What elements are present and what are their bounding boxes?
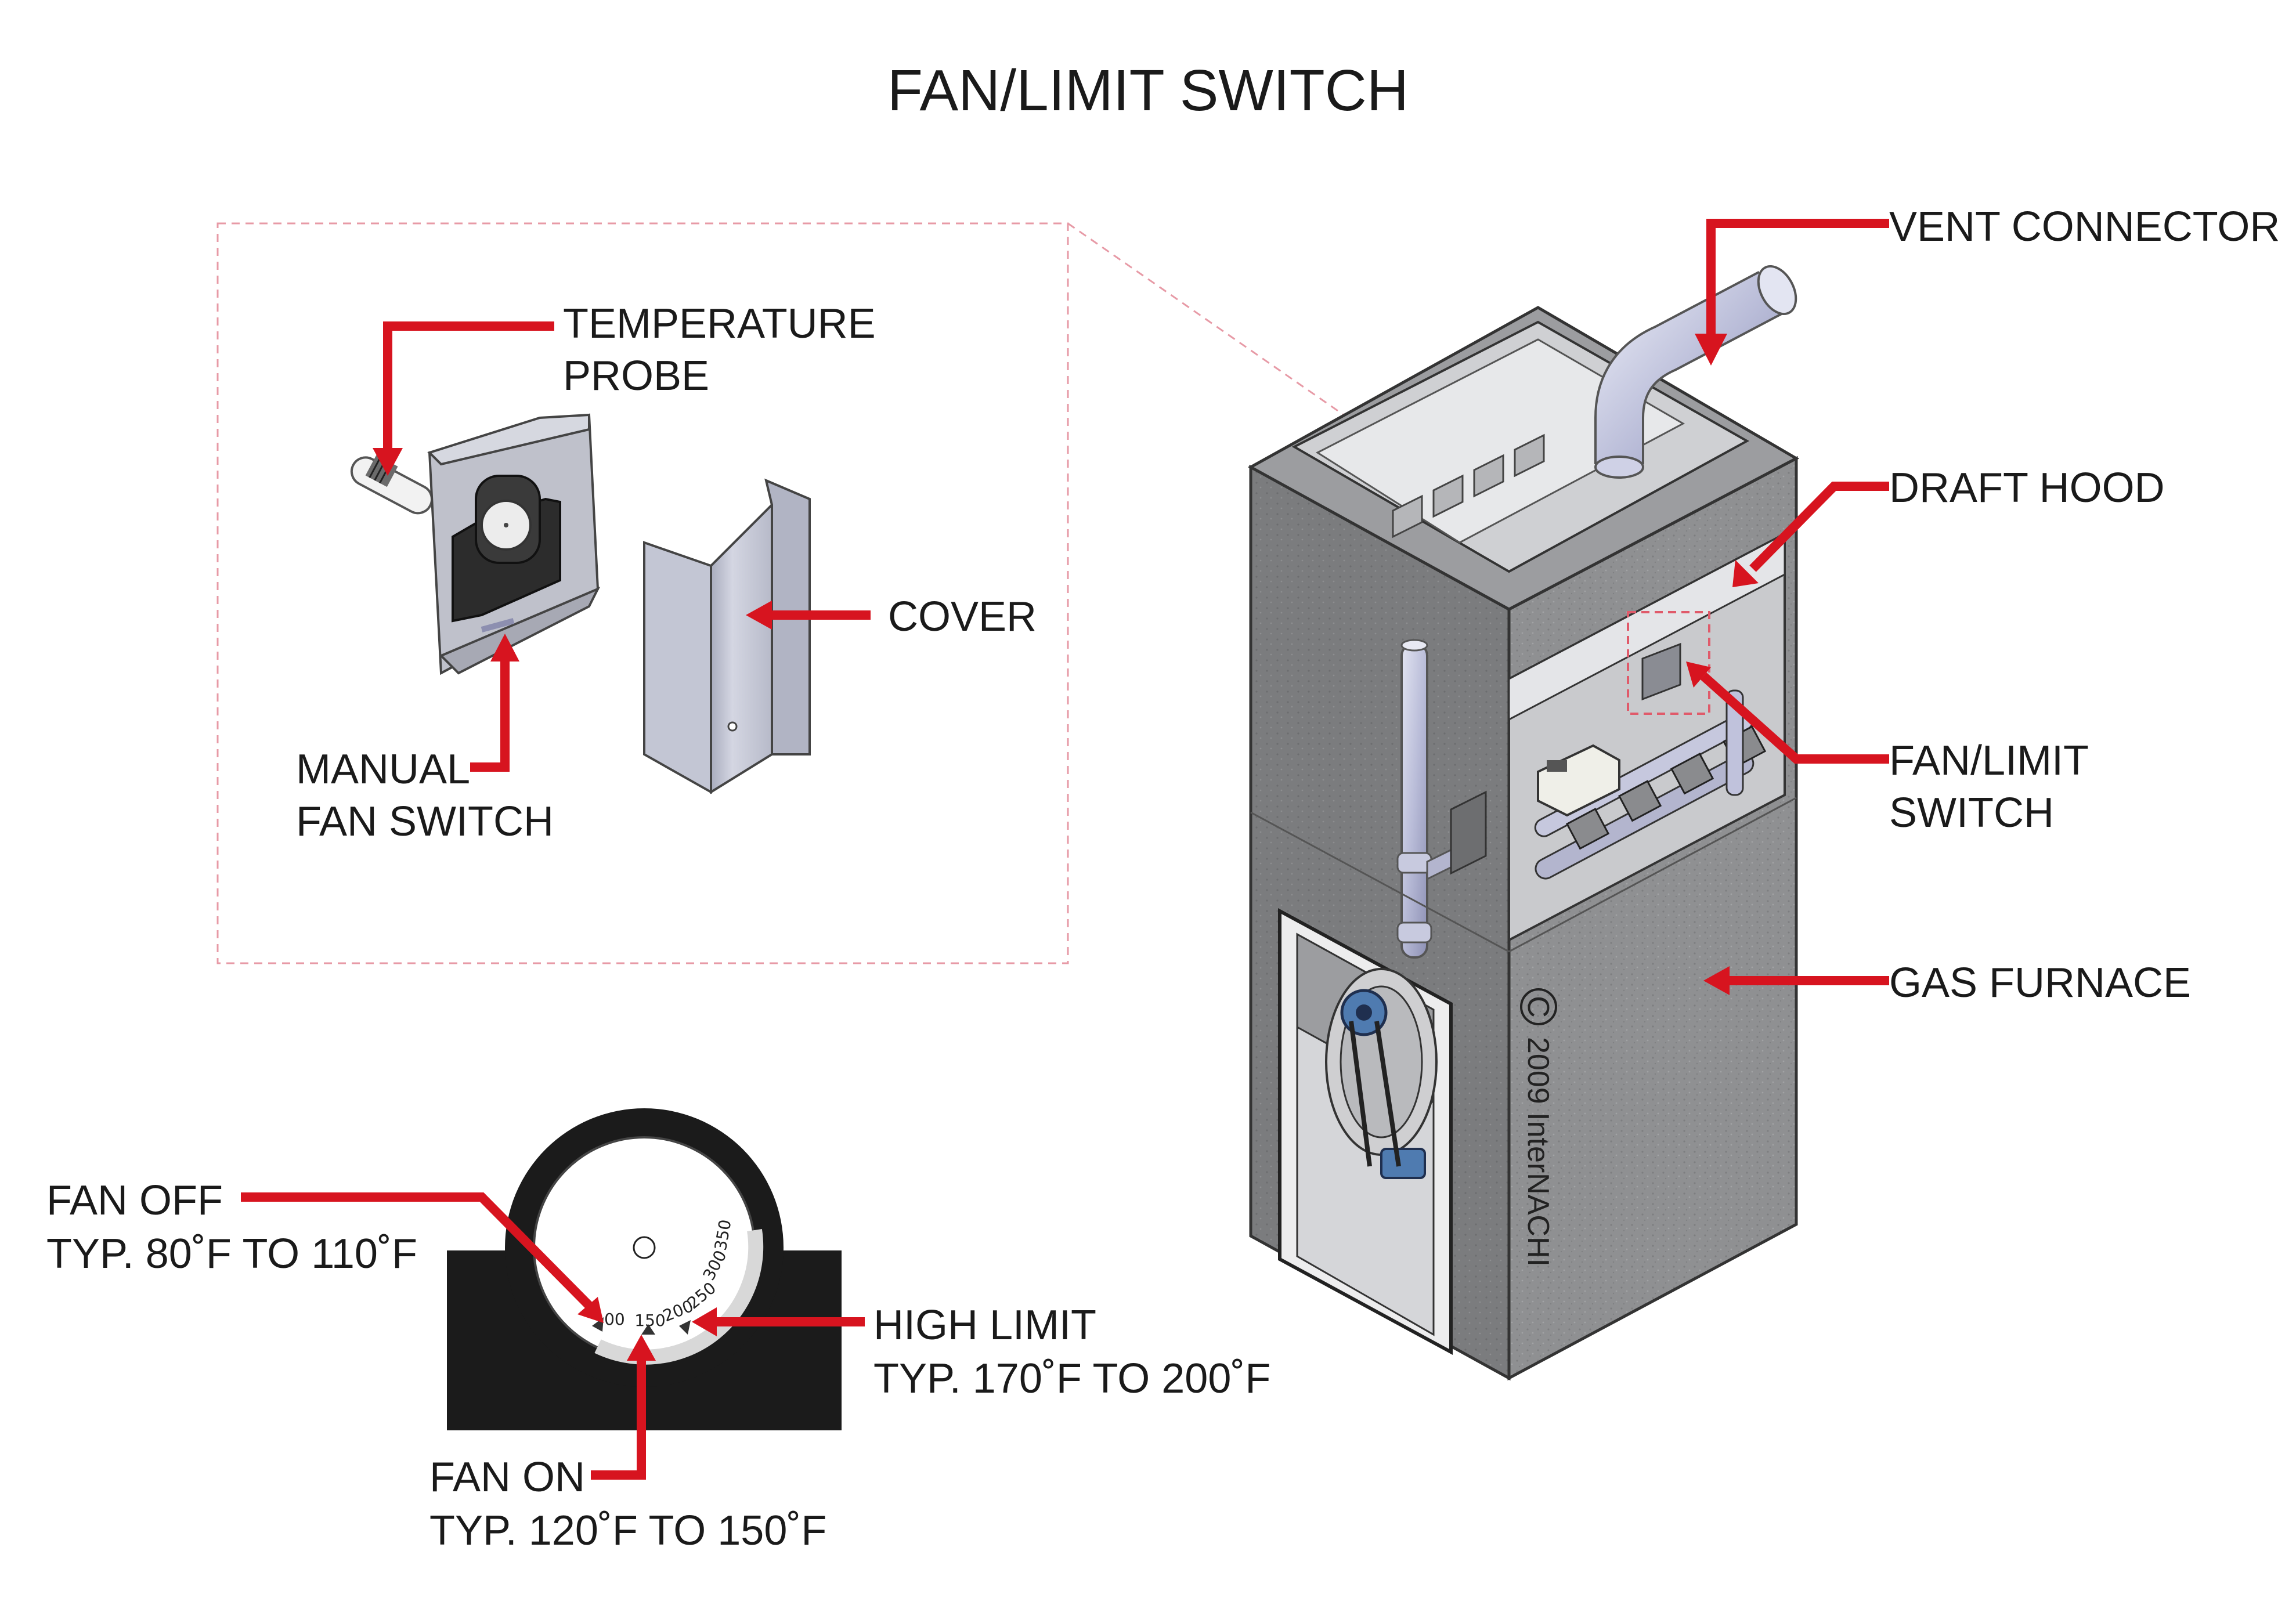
high-limit-pointer [679,1320,691,1335]
limit-dial-detail: 100 150 200 250 300 350 [447,1108,842,1430]
fan-limit-switch-highlight-box [1627,611,1710,715]
page-title: FAN/LIMIT SWITCH [887,58,1409,123]
copyright-text: 2009 InterNACHI [1521,1037,1555,1267]
manual-fan-switch-pin [481,618,515,632]
labels: VENT CONNECTOR DRAFT HOOD FAN/LIMIT SWIT… [46,204,2280,1554]
label-temperature-probe-line1: TEMPERATURE [563,301,876,347]
burner-assembly [1534,689,1767,880]
gas-furnace [1247,306,1800,1381]
label-vent-connector: VENT CONNECTOR [1889,204,2280,250]
fan-on-pointer [641,1324,655,1335]
label-fan-limit-switch-line1: FAN/LIMIT [1889,738,2089,784]
label-fan-on-line2: TYP. 120˚F TO 150˚F [429,1508,826,1554]
label-draft-hood: DRAFT HOOD [1889,465,2165,511]
copyright-notice: C 2009 InterNACHI [1520,988,1557,1267]
blower-assembly [1325,968,1438,1179]
cover-screw-hole [727,721,738,732]
copyright-symbol: C [1521,996,1555,1018]
label-temperature-probe-line2: PROBE [563,353,709,399]
label-fan-limit-switch-line2: SWITCH [1889,790,2054,836]
dial-center [633,1236,656,1259]
callout-arrows [241,219,1889,1480]
label-cover: COVER [888,594,1037,640]
switch-bracket [350,413,601,675]
gas-supply-pipe [1396,639,1487,959]
label-gas-furnace: GAS FURNACE [1889,960,2191,1006]
label-manual-fan-switch-line2: FAN SWITCH [296,798,554,845]
label-fan-off-line1: FAN OFF [46,1177,223,1224]
vent-connector [1594,265,1797,479]
label-manual-fan-switch-line1: MANUAL [296,746,470,793]
copyright-circle-icon [1520,988,1557,1025]
label-high-limit-line1: HIGH LIMIT [873,1302,1096,1349]
label-high-limit-line2: TYP. 170˚F TO 200˚F [873,1355,1270,1402]
inset-dashed-frame [216,222,1069,964]
switch-cover [643,478,811,794]
label-fan-off-line2: TYP. 80˚F TO 110˚F [46,1231,417,1277]
label-fan-on-line1: FAN ON [429,1454,585,1501]
furnace-fan-limit-switch [1641,642,1681,701]
